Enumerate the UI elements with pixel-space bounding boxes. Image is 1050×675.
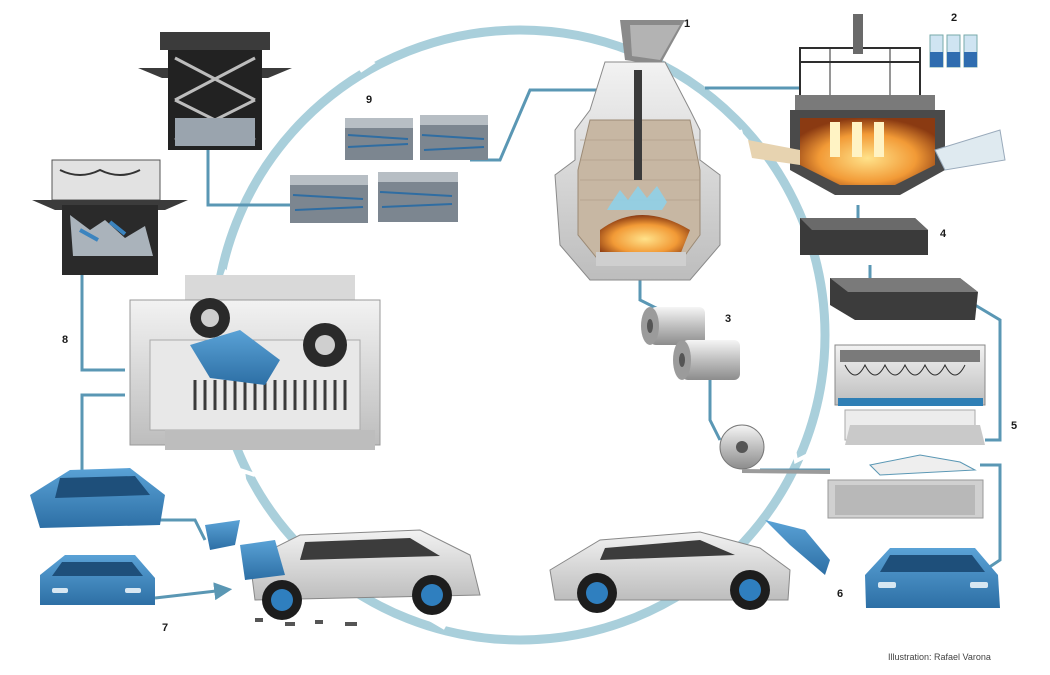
scrap-baler-top <box>138 32 292 150</box>
stamping-press <box>827 344 986 519</box>
step-number-1: 1 <box>684 18 691 30</box>
scrap-bales <box>290 115 488 223</box>
step-number-2: 2 <box>951 12 958 24</box>
step-number-5: 5 <box>1011 420 1018 432</box>
refining-furnace <box>748 14 1006 195</box>
step-number-4: 4 <box>940 228 947 240</box>
illustration-credit: Illustration: Rafael Varona <box>888 652 991 662</box>
blue-car-rear <box>40 555 155 605</box>
scrap-shredder <box>129 275 381 450</box>
blue-car-body-new <box>865 548 1000 608</box>
step-number-3: 3 <box>725 313 732 325</box>
new-car <box>549 520 830 613</box>
alloy-bins <box>929 34 978 68</box>
crushed-car-body <box>30 468 165 528</box>
step-number-9: 9 <box>366 94 373 106</box>
connector-lines <box>80 86 1002 601</box>
wrecked-car <box>205 520 481 626</box>
steel-slab <box>800 218 978 320</box>
steel-coils <box>641 307 830 474</box>
blast-furnace <box>554 20 721 281</box>
scrap-baler-bottom <box>32 159 188 275</box>
step-number-8: 8 <box>62 334 69 346</box>
step-number-7: 7 <box>162 622 169 634</box>
step-number-6: 6 <box>837 588 844 600</box>
